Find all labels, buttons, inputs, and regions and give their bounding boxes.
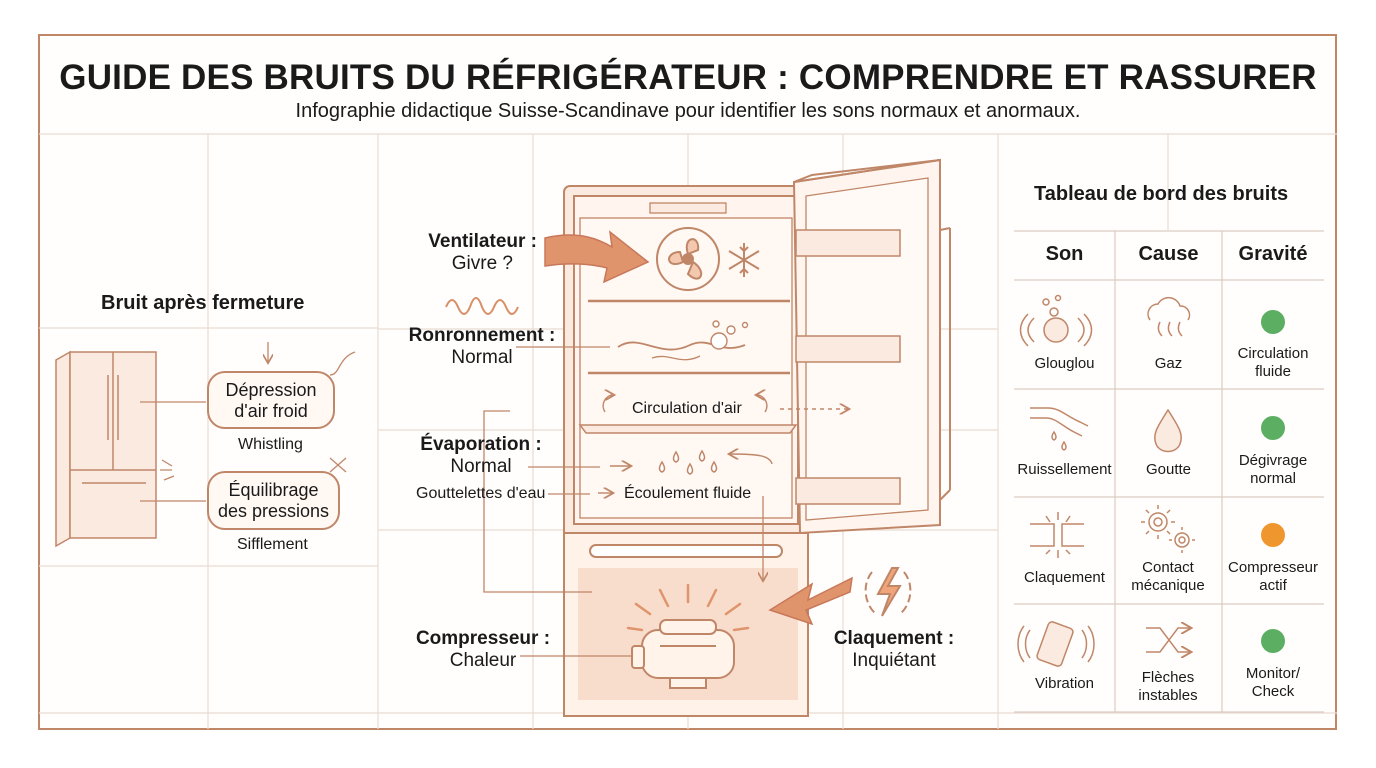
- row4-severity-dot: [1261, 629, 1285, 653]
- bubble1-caption: Whistling: [238, 436, 303, 453]
- row3-severity-dot: [1261, 523, 1285, 547]
- shuffle-arrows-icon: [1146, 628, 1190, 652]
- gears-icon: [1141, 505, 1195, 553]
- compresseur-title: Compresseur :: [415, 628, 551, 649]
- bubble2-caption: Sifflement: [237, 536, 308, 553]
- dashboard-grid: [1014, 230, 1324, 713]
- row1-severity-dot: [1261, 310, 1285, 334]
- row2-severity-dot: [1261, 416, 1285, 440]
- row3-gravite: Compresseur actif: [1227, 559, 1319, 594]
- column-header-cause: Cause: [1138, 243, 1199, 265]
- dashboard-title: Tableau de bord des bruits: [1034, 183, 1289, 205]
- bubbles-icon: [1019, 294, 1093, 347]
- claquement-value: Inquiétant: [852, 650, 936, 671]
- label-gouttelettes: Gouttelettes d'eau: [416, 485, 546, 502]
- evaporation-value: Normal: [450, 456, 512, 477]
- dripping-pipe-icon: [1030, 407, 1089, 451]
- french-door-fridge-icon: [55, 350, 157, 548]
- label-ecoulement: Écoulement fluide: [624, 485, 752, 502]
- evaporation-title: Évaporation :: [420, 434, 542, 455]
- claquement-title: Claquement :: [833, 628, 955, 649]
- lightning-icon: [864, 567, 912, 617]
- compresseur-value: Chaleur: [449, 650, 517, 671]
- page-subtitle: Infographie didactique Suisse-Scandinave…: [295, 100, 1081, 122]
- bubble-equilibrage-pressions: Équilibrage des pressions: [207, 471, 340, 530]
- compressor-icon: [631, 619, 735, 689]
- label-ronronnement: Ronronnement : Normal: [404, 325, 560, 369]
- ronronnement-title: Ronronnement :: [408, 325, 556, 346]
- row2-son: Ruissellement: [1017, 461, 1112, 478]
- row4-gravite: Monitor/ Check: [1245, 665, 1301, 700]
- bubble-depression-air: Dépression d'air froid: [207, 371, 335, 429]
- claquement-lightning-arrow: [768, 576, 853, 626]
- fan-icon: [656, 227, 720, 291]
- hum-wave-icon: [445, 297, 519, 315]
- droplets-icon: [658, 449, 718, 475]
- ventilateur-arrow: [544, 230, 650, 284]
- page-title: GUIDE DES BRUITS DU RÉFRIGÉRATEUR : COMP…: [59, 58, 1317, 97]
- column-header-son: Son: [1045, 243, 1084, 265]
- cloud-gas-icon: [1147, 296, 1191, 337]
- label-compresseur: Compresseur : Chaleur: [408, 628, 558, 672]
- row3-cause: Contact mécanique: [1131, 559, 1205, 594]
- ventilateur-value: Givre ?: [451, 253, 513, 274]
- snap-icon: [1030, 512, 1084, 558]
- ventilateur-title: Ventilateur :: [428, 231, 537, 252]
- column-header-gravite: Gravité: [1238, 243, 1308, 265]
- left-panel-heading: Bruit après fermeture: [101, 292, 305, 314]
- snowflake-icon: [728, 243, 760, 277]
- vibrating-phone-icon: [1017, 621, 1095, 667]
- row1-gravite: Circulation fluide: [1237, 345, 1309, 380]
- label-claquement: Claquement : Inquiétant: [826, 628, 962, 672]
- ronronnement-value: Normal: [451, 347, 513, 368]
- row1-son: Glouglou: [1034, 355, 1095, 372]
- droplet-icon: [1154, 408, 1182, 453]
- row4-son: Vibration: [1035, 675, 1094, 692]
- label-evaporation: Évaporation : Normal: [410, 434, 552, 478]
- row2-gravite: Dégivrage normal: [1238, 452, 1308, 487]
- row1-cause: Gaz: [1154, 355, 1183, 372]
- label-circulation-air: Circulation d'air: [632, 400, 742, 417]
- row3-son: Claquement: [1024, 569, 1105, 586]
- row2-cause: Goutte: [1145, 461, 1192, 478]
- row4-cause: Flèches instables: [1138, 669, 1198, 704]
- label-ventilateur: Ventilateur : Givre ?: [380, 231, 537, 275]
